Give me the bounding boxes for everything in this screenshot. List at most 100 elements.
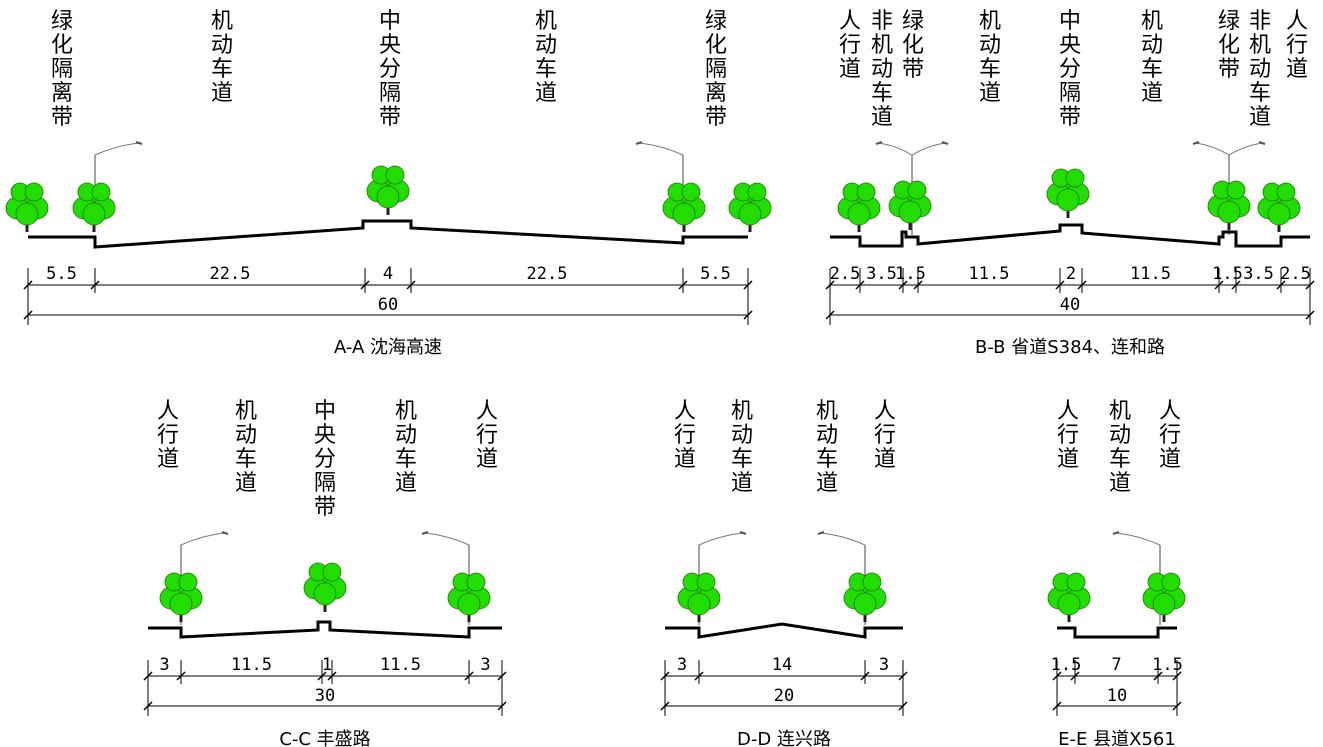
tree-icon — [677, 572, 721, 622]
tick-mark — [1172, 701, 1182, 711]
tree-crown — [169, 592, 193, 616]
lamp-arm — [1228, 142, 1264, 156]
tree-icon — [1046, 168, 1090, 218]
tick-mark — [913, 280, 923, 290]
lane-label: 机动车道 — [235, 399, 257, 496]
lamp-head — [1192, 141, 1200, 145]
tick-mark — [694, 671, 704, 681]
lamp-head — [941, 141, 949, 145]
tree-crown — [853, 592, 877, 616]
tick-mark — [1172, 671, 1182, 681]
tree-crown — [1056, 188, 1080, 212]
lamp-head — [739, 531, 747, 535]
road-profile — [665, 622, 903, 639]
lamp-head — [875, 141, 883, 145]
lane-label: 绿化隔离带 — [51, 9, 73, 130]
tick-mark — [898, 701, 908, 711]
section-caption: D-D 连兴路 — [737, 729, 831, 747]
tree-crown — [1267, 202, 1291, 226]
total-width-value: 60 — [378, 295, 398, 315]
section-caption: C-C 丰盛路 — [279, 729, 370, 747]
section-caption: A-A 沈海高速 — [334, 337, 442, 358]
tick-mark — [1052, 701, 1062, 711]
tick-mark — [143, 701, 153, 711]
tick-mark — [1214, 280, 1224, 290]
lane-label: 人行道 — [874, 399, 896, 472]
tree-crown — [672, 202, 696, 226]
tick-mark — [1305, 310, 1315, 320]
tree-crown — [747, 182, 767, 202]
lamp-arm — [911, 142, 947, 156]
lane-label: 人行道 — [839, 9, 861, 82]
tree-icon — [159, 572, 203, 622]
tick-mark — [1305, 280, 1315, 290]
tree-icon — [5, 182, 49, 232]
tree-crown — [1161, 572, 1181, 592]
lamp-arm — [94, 142, 141, 156]
dimension-value: 2.5 — [830, 264, 861, 284]
lamp-arm — [180, 532, 227, 546]
tree-crown — [856, 182, 876, 202]
lamp-arm — [877, 142, 913, 156]
tree-icon — [447, 572, 491, 622]
dimension-value: 7 — [1111, 655, 1121, 675]
dimension-value: 3.5 — [866, 264, 897, 284]
lane-label: 机动车道 — [816, 399, 838, 496]
road-profile — [1057, 626, 1177, 639]
tree-crown — [178, 572, 198, 592]
dimension-value: 11.5 — [380, 655, 421, 675]
tick-mark — [1070, 671, 1080, 681]
lane-label: 机动车道 — [731, 399, 753, 496]
tree-crown — [696, 572, 716, 592]
lane-label: 人行道 — [1159, 399, 1181, 472]
tree-icon — [888, 180, 932, 230]
tree-crown — [898, 200, 922, 224]
lamp-head — [817, 531, 825, 535]
lamp-head — [1112, 531, 1120, 535]
lane-label: 机动车道 — [395, 399, 417, 496]
tick-mark — [317, 671, 327, 681]
lamp-arm — [423, 532, 470, 546]
tree-icon — [843, 572, 887, 622]
tree-icon — [1047, 572, 1091, 622]
tree-crown — [82, 202, 106, 226]
dimension-value: 5.5 — [46, 264, 77, 284]
tick-mark — [660, 671, 670, 681]
lane-label: 人行道 — [157, 399, 179, 472]
total-width-value: 10 — [1107, 686, 1127, 706]
dimension-value: 11.5 — [969, 264, 1010, 284]
lamp-head — [135, 141, 143, 145]
tick-mark — [327, 671, 337, 681]
tree-crown — [313, 582, 337, 606]
lane-label: 中央分隔带 — [1059, 9, 1081, 130]
total-width-value: 20 — [774, 686, 794, 706]
tree-icon — [303, 562, 347, 612]
tree-crown — [681, 182, 701, 202]
dimension-value: 22.5 — [210, 264, 251, 284]
tree-crown — [376, 185, 400, 209]
dimension-value: 1.5 — [1212, 264, 1243, 284]
tree-crown — [385, 165, 405, 185]
tree-crown — [1066, 572, 1086, 592]
tree-crown — [847, 202, 871, 226]
tick-mark — [1276, 280, 1286, 290]
tick-mark — [898, 280, 908, 290]
dimension-value: 4 — [383, 264, 393, 284]
tree-crown — [91, 182, 111, 202]
tree-icon — [728, 182, 772, 232]
lamp-head — [635, 141, 643, 145]
dimension-value: 14 — [772, 655, 792, 675]
dimension-value: 2 — [1066, 264, 1076, 284]
dimension-value: 5.5 — [700, 264, 731, 284]
tick-mark — [743, 280, 753, 290]
tree-crown — [457, 592, 481, 616]
tree-crown — [24, 182, 44, 202]
lamp-arm — [819, 532, 866, 546]
lamp-arm — [637, 142, 684, 156]
dimension-value: 3.5 — [1243, 264, 1274, 284]
tree-crown — [466, 572, 486, 592]
lamp-head — [221, 531, 229, 535]
tree-crown — [1057, 592, 1081, 616]
